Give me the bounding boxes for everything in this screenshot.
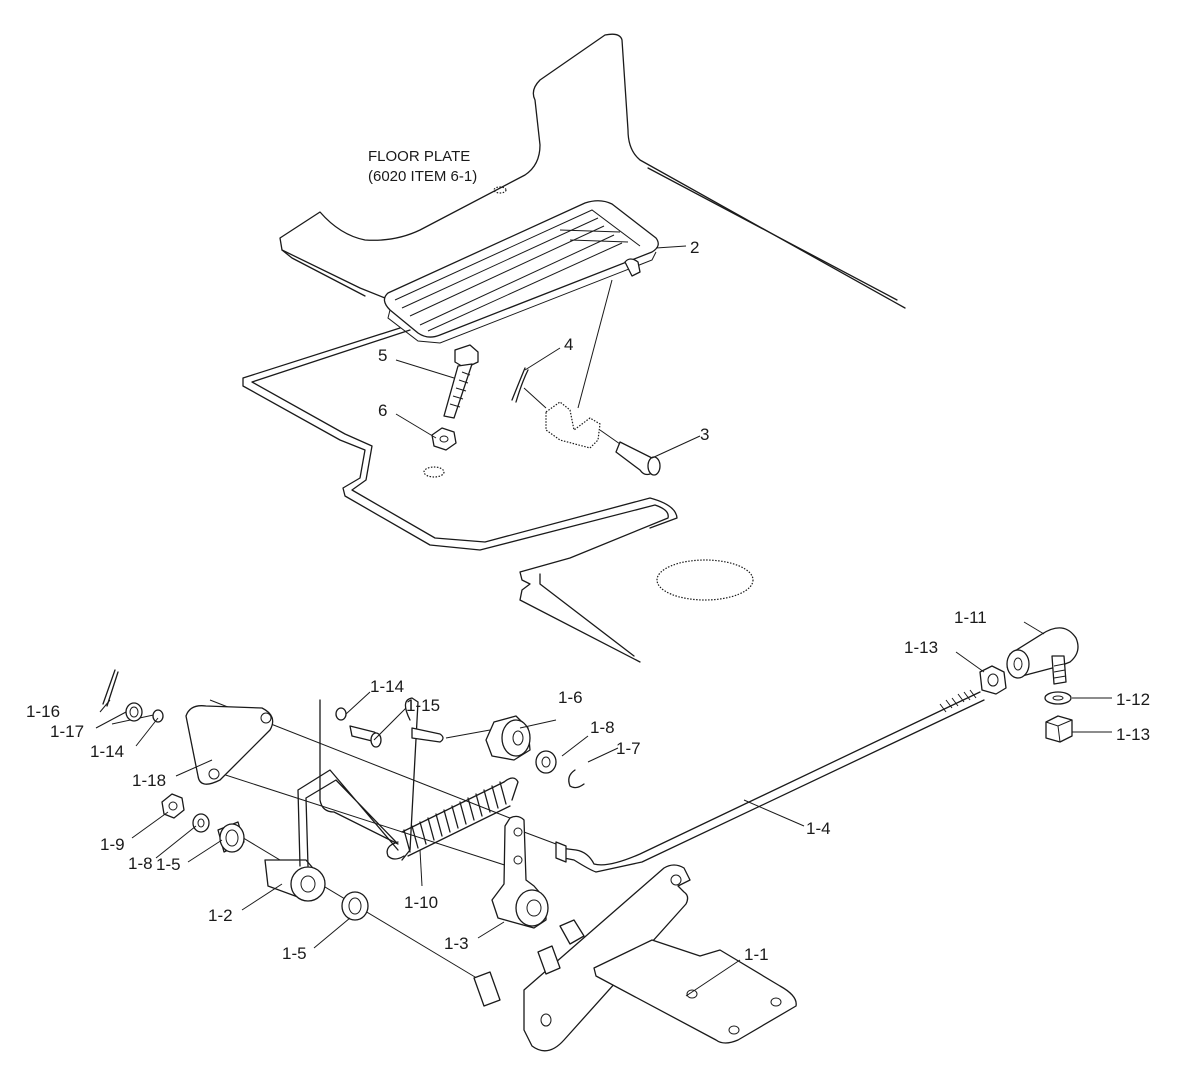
rod-1-4 [555,689,985,873]
callout-1-2: 1-2 [208,906,233,925]
accelerator-pedal [383,200,659,344]
callout-1-13-upper: 1-13 [904,638,938,657]
nut-1-13-lower [1045,715,1073,743]
washer-1-8-lower [192,813,210,833]
bushing-1-5-lower [341,891,369,921]
callout-1-17: 1-17 [50,722,84,741]
callout-1-14-center: 1-14 [370,677,404,696]
washer-1-17 [125,702,143,722]
roller-1-6 [485,715,531,761]
clip-1-7 [568,769,585,789]
nut [431,427,457,451]
callout-1-15: 1-15 [406,696,440,715]
callout-1-12: 1-12 [1116,690,1150,709]
callout-labels: 2 3 4 5 6 1-1 1-2 1-3 1-4 1-5 1-5 1-6 1-… [26,238,1150,964]
bracket-1-1 [473,864,797,1052]
lever-1-3 [491,815,549,929]
washer-1-12 [1044,691,1072,705]
floor-plate-note-line2: (6020 ITEM 6-1) [368,168,477,185]
callout-1-14-left: 1-14 [90,742,124,761]
washer-1-8-upper [535,750,557,774]
callout-4: 4 [564,335,573,354]
callout-3: 3 [700,425,709,444]
callout-1-4: 1-4 [806,819,831,838]
callout-1-18: 1-18 [132,771,166,790]
pin-1-14-center [335,707,347,721]
floor-plate-lower [242,327,754,663]
callout-1-6: 1-6 [558,688,583,707]
callout-1-7: 1-7 [616,739,641,758]
floor-plate [279,33,906,309]
callout-1-9: 1-9 [100,835,125,854]
callout-6: 6 [378,401,387,420]
bolt [443,344,479,419]
callout-1-13-lower: 1-13 [1116,725,1150,744]
callout-1-16: 1-16 [26,702,60,721]
callout-1-3: 1-3 [444,934,469,953]
rod-1-15 [319,697,444,861]
callout-1-11: 1-11 [954,608,987,627]
clevis-pin [615,441,661,476]
floor-plate-note-line1: FLOOR PLATE [368,148,470,165]
floor-plate-label: FLOOR PLATE (6020 ITEM 6-1) [368,148,477,185]
return-spring [386,777,519,860]
lever-1-2 [264,769,399,902]
callout-1-8-lower: 1-8 [128,854,153,873]
callout-1-5-upper: 1-5 [156,855,181,874]
cotter-pin-1-16 [102,669,119,707]
bracket [545,401,601,449]
callout-2: 2 [690,238,699,257]
pin-1-14-left [152,709,164,723]
ball-joint-1-11 [1006,627,1079,685]
leader-lines [95,245,1112,997]
callout-1-1: 1-1 [744,945,769,964]
bushing-1-5-upper [217,821,245,853]
callout-5: 5 [378,346,387,365]
callout-1-5-lower: 1-5 [282,944,307,963]
callout-1-10: 1-10 [404,893,438,912]
cotter-pin [511,367,529,403]
nut-1-13-upper [979,665,1007,695]
callout-1-8-upper: 1-8 [590,718,615,737]
link-plate [185,705,274,785]
